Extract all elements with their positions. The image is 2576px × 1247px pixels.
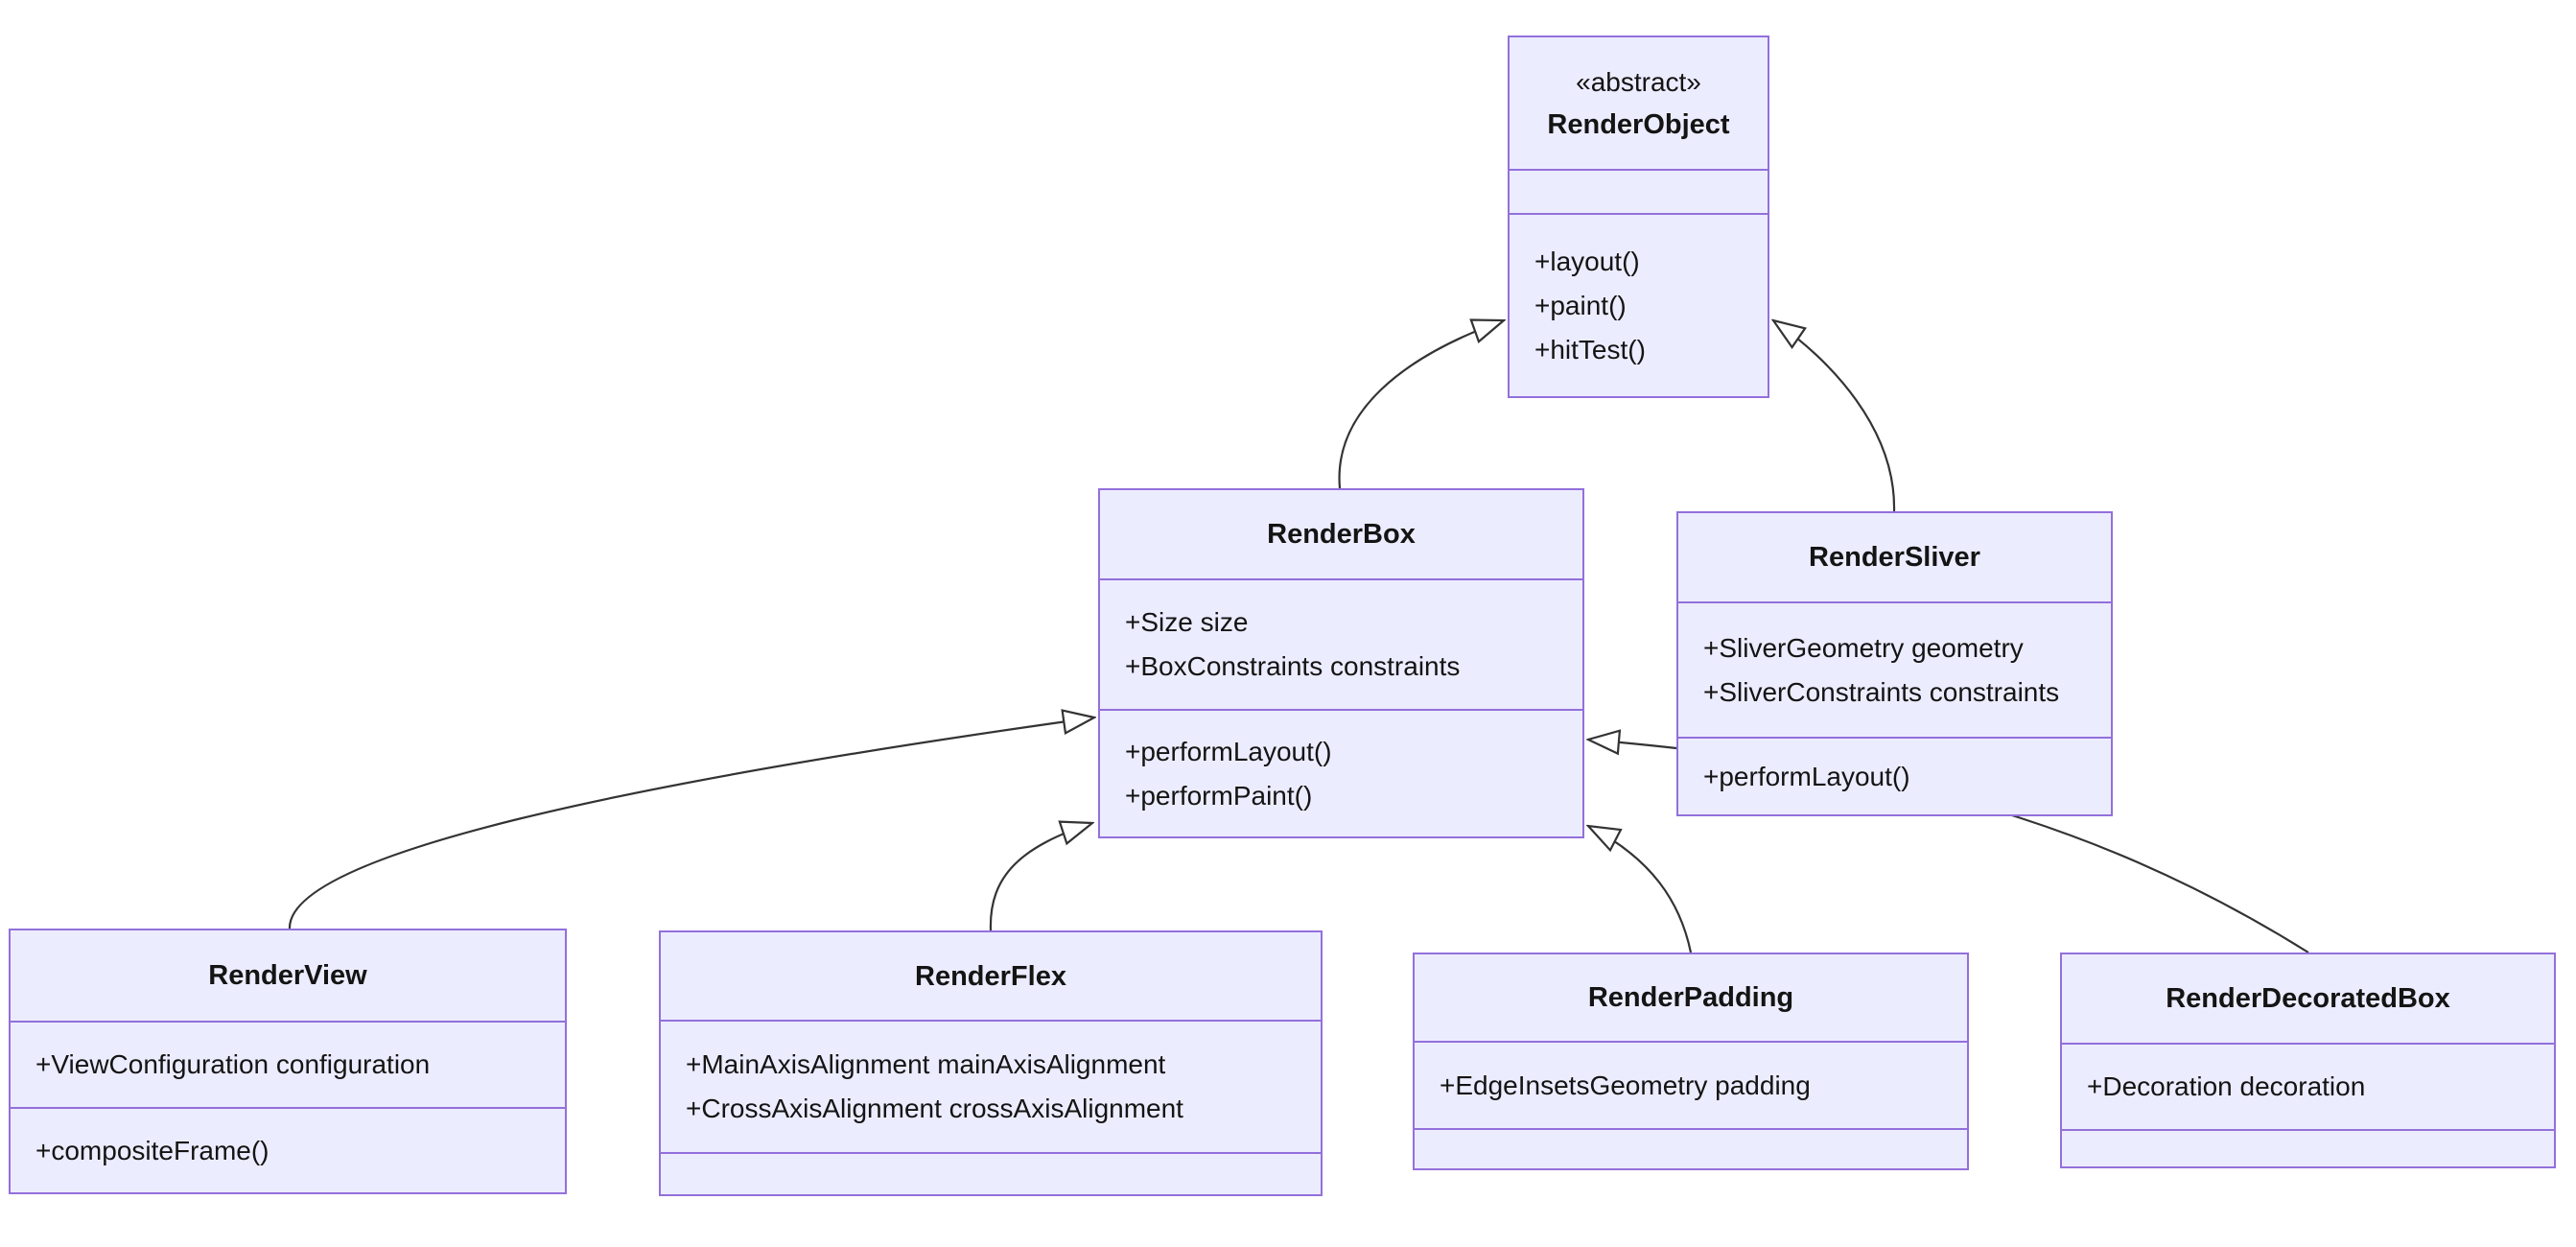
attribute: +SliverGeometry geometry <box>1703 632 2024 663</box>
class-renderpadding: RenderPadding +EdgeInsetsGeometry padding <box>1413 953 1969 1170</box>
method: +paint() <box>1534 290 1627 320</box>
class-renderdecoratedbox: RenderDecoratedBox +Decoration decoration <box>2060 953 2556 1168</box>
class-methods-section: +performLayout() <box>1678 737 2111 814</box>
class-attributes-section <box>1510 169 1768 213</box>
edge-rendersliver-to-renderobject <box>1773 320 1896 512</box>
class-methods-section <box>661 1152 1321 1194</box>
method: +performPaint() <box>1125 780 1313 811</box>
class-name: RenderBox <box>1267 519 1416 550</box>
method: +performLayout() <box>1125 736 1332 766</box>
edge-renderview-to-renderbox <box>288 718 1094 929</box>
class-title: RenderFlex <box>661 932 1321 1020</box>
class-attributes-section: +SliverGeometry geometry +SliverConstrain… <box>1678 601 2111 737</box>
attribute: +Size size <box>1125 607 1249 637</box>
class-title: RenderSliver <box>1678 513 2111 601</box>
class-attributes-section: +Size size +BoxConstraints constraints <box>1100 578 1582 709</box>
class-renderobject: «abstract»RenderObject+layout()+paint()+… <box>1508 35 1769 398</box>
attribute: +Decoration decoration <box>2087 1071 2366 1101</box>
class-attributes-section: +MainAxisAlignment mainAxisAlignment +Cro… <box>661 1020 1321 1152</box>
class-rendersliver: RenderSliver+SliverGeometry geometry+Sli… <box>1676 511 2113 816</box>
class-renderview: RenderView +ViewConfiguration configurati… <box>9 929 567 1194</box>
class-renderbox: RenderBox +Size size +BoxConstraints const… <box>1098 488 1584 838</box>
class-name: RenderView <box>208 960 367 991</box>
attribute: +CrossAxisAlignment crossAxisAlignment <box>686 1094 1183 1123</box>
class-stereotype: «abstract» <box>1576 66 1701 97</box>
class-attributes-section: +EdgeInsetsGeometry padding <box>1415 1041 1967 1128</box>
edge-renderpadding-to-renderbox <box>1588 826 1693 953</box>
class-name: RenderDecoratedBox <box>2166 983 2450 1014</box>
class-attributes-section: +ViewConfiguration configuration <box>11 1021 565 1107</box>
class-name: RenderObject <box>1547 108 1730 140</box>
attribute: +ViewConfiguration configuration <box>35 1049 431 1079</box>
class-title: RenderPadding <box>1415 954 1967 1041</box>
class-name: RenderSliver <box>1809 542 1980 573</box>
class-title: RenderDecoratedBox <box>2062 954 2554 1043</box>
method: +layout() <box>1534 246 1640 276</box>
class-methods-section: +compositeFrame() <box>11 1107 565 1192</box>
class-name: RenderPadding <box>1587 982 1794 1013</box>
method: +performLayout() <box>1703 761 1910 791</box>
attribute: +EdgeInsetsGeometry padding <box>1440 1070 1811 1100</box>
class-methods-section <box>1415 1128 1967 1168</box>
method: +hitTest() <box>1534 334 1646 365</box>
attribute: +BoxConstraints constraints <box>1125 651 1461 681</box>
class-title: RenderBox <box>1100 490 1582 578</box>
class-attributes-section: +Decoration decoration <box>2062 1043 2554 1129</box>
class-title: RenderView <box>11 930 565 1021</box>
edge-renderbox-to-renderobject <box>1338 320 1504 489</box>
class-title: «abstract» RenderObject <box>1510 37 1768 169</box>
attribute: +SliverConstraints constraints <box>1703 676 2060 707</box>
class-methods-section <box>2062 1129 2554 1166</box>
class-methods-section: +layout() +paint() +hitTest() <box>1510 213 1768 396</box>
method: +compositeFrame() <box>35 1135 269 1165</box>
class-name: RenderFlex <box>915 960 1066 992</box>
class-renderflex: RenderFlex +MainAxisAlignment mainAxisAli… <box>659 930 1323 1196</box>
edge-renderflex-to-renderbox <box>989 823 1092 931</box>
attribute: +MainAxisAlignment mainAxisAlignment <box>686 1049 1166 1079</box>
class-methods-section: +performLayout() +performPaint() <box>1100 709 1582 836</box>
